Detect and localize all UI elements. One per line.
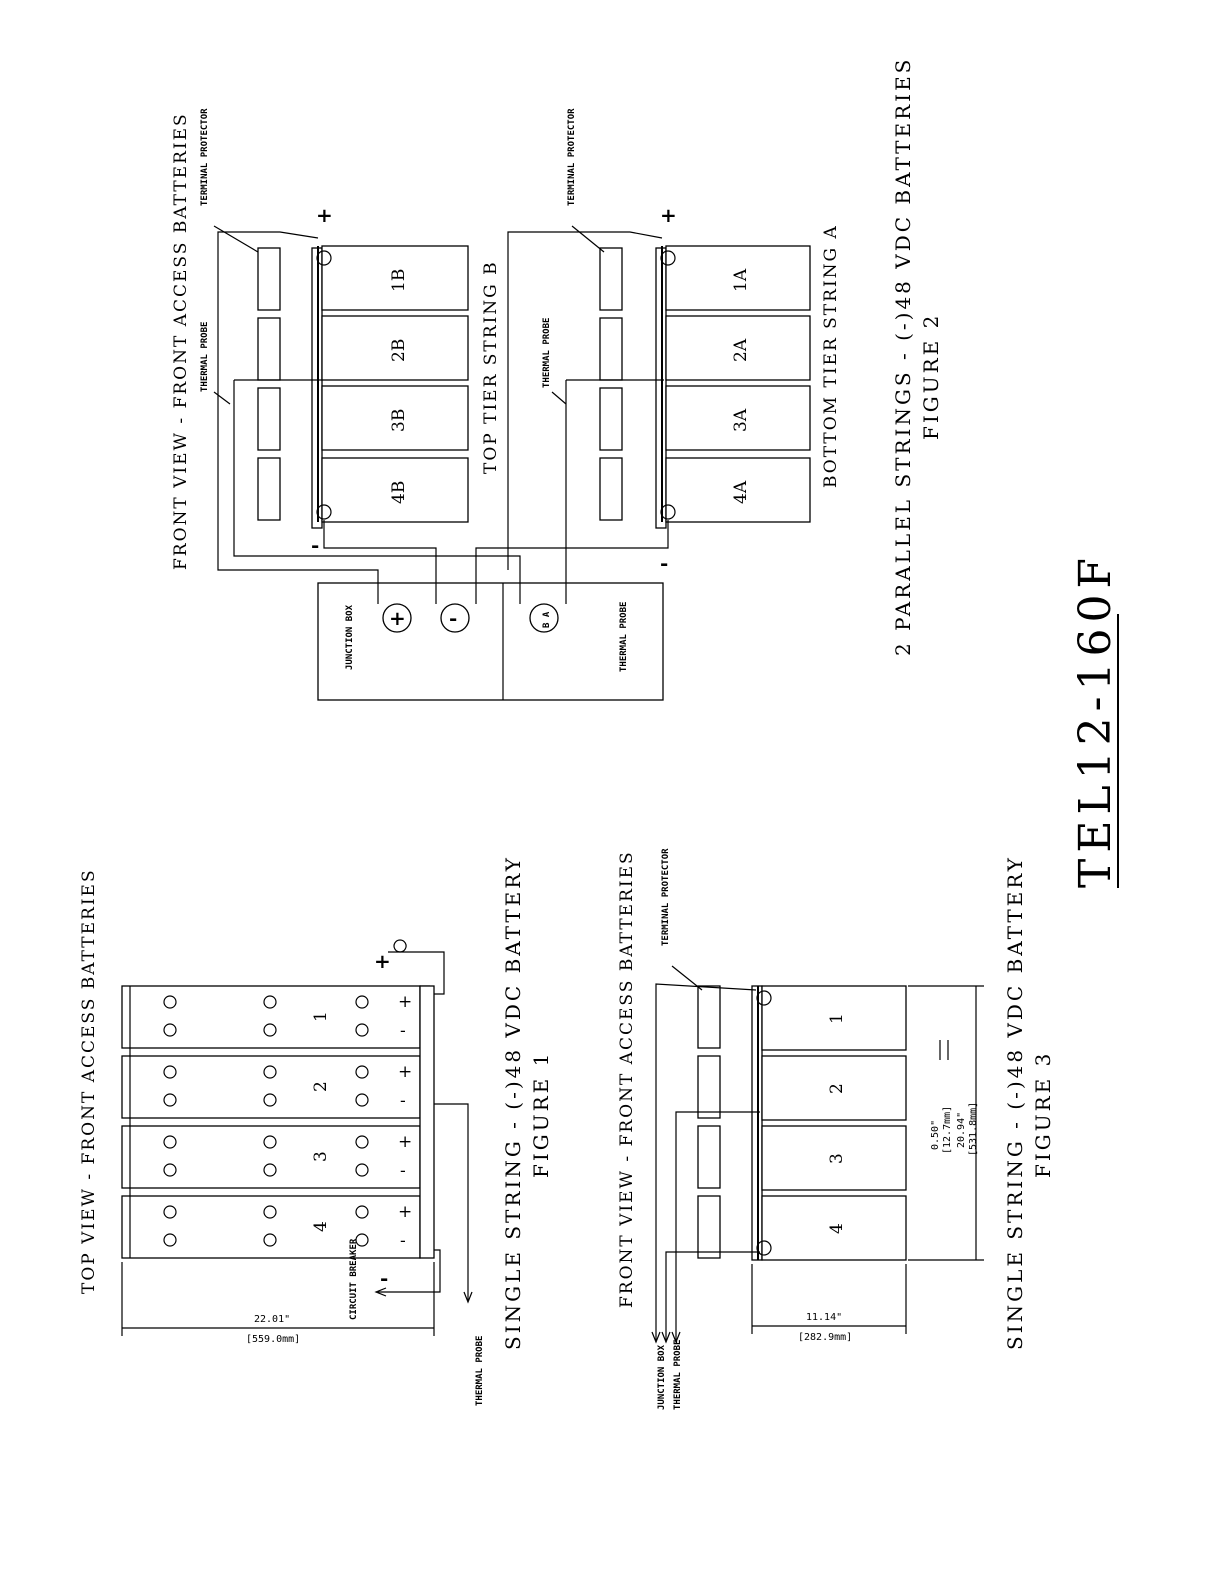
figure3: FRONT VIEW - FRONT ACCESS BATTERIES 1 2 … — [617, 848, 1055, 1410]
fig1-polarity-marks: + - + - + - + - — [398, 992, 412, 1251]
fig1-terminal-circles — [163, 995, 369, 1247]
fig3-view-title: FRONT VIEW - FRONT ACCESS BATTERIES — [617, 850, 637, 1308]
fig2-view-title: FRONT VIEW - FRONT ACCESS BATTERIES — [171, 112, 191, 570]
fig1-figure-label: FIGURE 1 — [529, 1051, 553, 1178]
fig2-thermal-probe-box-label: THERMAL PROBE — [619, 602, 629, 672]
fig1-caption: SINGLE STRING - (-)48 VDC BATTERY — [501, 855, 525, 1350]
fig1-cell-3: 3 — [311, 1151, 331, 1162]
battery-3b — [321, 385, 469, 451]
model-number: TEL12-160F — [1070, 552, 1121, 888]
fig2-a-terminal-protectors — [599, 247, 623, 521]
fig3-figure-label: FIGURE 3 — [1031, 1051, 1055, 1178]
fig3-junction-box-label: JUNCTION BOX — [657, 1344, 667, 1410]
svg-text:+: + — [398, 1062, 412, 1082]
fig1-view-title: TOP VIEW - FRONT ACCESS BATTERIES — [79, 868, 99, 1294]
fig3-dim-length-in: 20.94" — [956, 1112, 967, 1148]
cell-label-4b: 4B — [389, 481, 409, 504]
fig1-cell-2: 2 — [311, 1081, 331, 1092]
fig2-thermal-probe-b: THERMAL PROBE — [200, 322, 210, 392]
svg-text:-: - — [400, 1161, 406, 1181]
fig2-string-a: 1A 2A 3A 4A + - — [655, 203, 811, 575]
fig3-battery-2 — [761, 1055, 907, 1121]
battery-4a — [665, 457, 811, 523]
cell-label-1b: 1B — [389, 269, 409, 292]
fig2-figure-label: FIGURE 2 — [919, 313, 943, 440]
fig1-dimension-in: 22.01" — [254, 1314, 290, 1325]
svg-text:-: - — [400, 1231, 406, 1251]
fig3-battery-4 — [761, 1195, 907, 1261]
fig2-a-minus: - — [660, 551, 668, 575]
cell-label-2b: 2B — [389, 339, 409, 362]
fig3-dim-width-in: 11.14" — [806, 1312, 842, 1323]
fig1-thermal-probe-label: THERMAL PROBE — [475, 1336, 485, 1406]
fig3-dim-length-mm: [531.8mm] — [968, 1102, 979, 1156]
battery-4b — [321, 457, 469, 523]
figure1: TOP VIEW - FRONT ACCESS BATTERIES 1 2 3 … — [79, 855, 553, 1406]
battery-1a — [665, 245, 811, 311]
battery-2b — [321, 315, 469, 381]
cell-label-1a: 1A — [731, 268, 751, 292]
fig2-b-minus: - — [311, 533, 319, 557]
figure2: FRONT VIEW - FRONT ACCESS BATTERIES 1B 2… — [171, 57, 943, 701]
cell-label-4a: 4A — [731, 480, 751, 504]
fig2-bottom-tier-label: BOTTOM TIER STRING A — [821, 224, 841, 488]
fig1-battery-2 — [121, 1055, 421, 1119]
fig1-battery-1 — [121, 985, 421, 1049]
battery-2a — [665, 315, 811, 381]
fig2-wiring — [217, 231, 669, 604]
cell-label-3a: 3A — [731, 408, 751, 432]
fig3-thermal-probe-label: THERMAL PROBE — [673, 1340, 683, 1410]
svg-text:-: - — [400, 1091, 406, 1111]
fig2-junction-box-label: JUNCTION BOX — [345, 604, 355, 670]
fig3-cell-2: 2 — [827, 1083, 847, 1094]
fig3-dim-gap-mm: [12.7mm] — [942, 1106, 953, 1154]
fig3-cell-1: 1 — [827, 1013, 847, 1024]
fig2-caption: 2 PARALLEL STRINGS - (-)48 VDC BATTERIES — [891, 57, 915, 656]
battery-1b — [321, 245, 469, 311]
fig3-battery-3 — [761, 1125, 907, 1191]
fig1-minus: - — [380, 1266, 388, 1290]
fig3-dim-width-mm: [282.9mm] — [798, 1332, 852, 1343]
model-title: TEL12-160F — [1070, 552, 1121, 888]
svg-text:+: + — [389, 606, 406, 630]
fig2-a-plus: + — [660, 203, 677, 227]
cell-label-2a: 2A — [731, 338, 751, 362]
fig3-terminal-protector-label: TERMINAL PROTECTOR — [661, 848, 671, 946]
svg-text:+: + — [398, 1132, 412, 1152]
fig1-cell-4: 4 — [311, 1221, 331, 1232]
battery-3a — [665, 385, 811, 451]
fig2-terminal-protector-b: TERMINAL PROTECTOR — [200, 108, 210, 206]
fig3-caption: SINGLE STRING - (-)48 VDC BATTERY — [1003, 855, 1027, 1350]
fig2-string-b: 1B 2B 3B 4B + - — [311, 203, 469, 557]
svg-text:-: - — [449, 606, 457, 630]
fig3-dim-gap-in: 0.50" — [930, 1120, 941, 1150]
fig2-thermal-probe-a: THERMAL PROBE — [542, 318, 552, 388]
fig1-plus: + — [374, 949, 391, 973]
svg-text:-: - — [400, 1021, 406, 1041]
fig3-cell-3: 3 — [827, 1153, 847, 1164]
fig2-probe-terminals: B A — [542, 611, 552, 628]
fig3-terminal-protectors — [697, 985, 721, 1259]
fig2-top-tier-label: TOP TIER STRING B — [481, 260, 501, 474]
fig2-b-plus: + — [316, 203, 333, 227]
svg-text:+: + — [398, 992, 412, 1012]
fig2-terminal-protector-a: TERMINAL PROTECTOR — [567, 108, 577, 206]
fig3-cell-4: 4 — [827, 1223, 847, 1234]
fig1-battery-4 — [121, 1195, 421, 1259]
fig1-battery-3 — [121, 1125, 421, 1189]
svg-text:+: + — [398, 1202, 412, 1222]
fig1-cell-1: 1 — [311, 1011, 331, 1022]
fig2-b-terminal-protectors — [257, 247, 281, 521]
fig3-battery-1 — [761, 985, 907, 1051]
fig1-dimension-mm: [559.0mm] — [246, 1334, 300, 1345]
fig1-circuit-breaker-label: CIRCUIT BREAKER — [349, 1238, 359, 1320]
fig2-junction-box: + - B A JUNCTION BOX THERMAL PROBE — [317, 582, 664, 701]
cell-label-3b: 3B — [389, 409, 409, 432]
